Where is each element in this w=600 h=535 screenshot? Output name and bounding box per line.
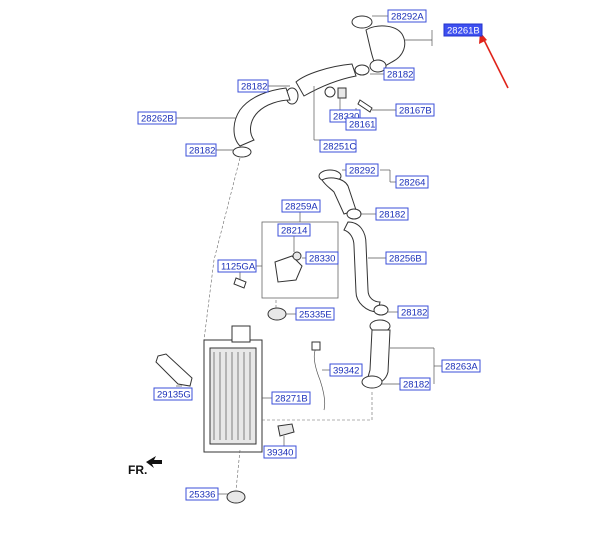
svg-text:25335E: 25335E [299, 310, 332, 321]
label-28182-d[interactable]: 28182 [375, 207, 409, 221]
sensor-28330-mid [292, 251, 302, 261]
svg-text:29135G: 29135G [157, 390, 191, 401]
svg-text:28214: 28214 [281, 226, 307, 237]
clamp-lower-bottom [361, 375, 383, 389]
svg-text:1125GA: 1125GA [221, 262, 256, 273]
svg-text:28330: 28330 [333, 112, 359, 123]
clamp-mid-lower [346, 208, 362, 220]
svg-text:28330: 28330 [309, 254, 335, 265]
label-28259a[interactable]: 28259A [281, 199, 321, 213]
label-28182-e[interactable]: 28182 [397, 305, 429, 319]
clamp-upper-right [354, 64, 370, 76]
label-29135g[interactable]: 29135G [153, 387, 193, 401]
part-drawings [155, 15, 406, 504]
label-28182-b[interactable]: 28182 [237, 79, 269, 93]
svg-text:28251C: 28251C [323, 142, 356, 153]
svg-text:25336: 25336 [189, 490, 215, 501]
label-28271b[interactable]: 28271B [271, 391, 311, 405]
wire-connector [311, 341, 321, 351]
label-28292a[interactable]: 28292A [387, 9, 427, 23]
bolt-28167b [357, 99, 373, 113]
svg-text:28262B: 28262B [141, 114, 174, 125]
label-28256b[interactable]: 28256B [385, 251, 427, 265]
svg-text:28264: 28264 [399, 178, 425, 189]
svg-text:28167B: 28167B [399, 106, 432, 117]
sensor-28330-top [337, 87, 347, 99]
sensor-wire [314, 347, 326, 411]
clamp-top [351, 15, 373, 29]
leader-lines [176, 15, 442, 495]
hose-upper-right [365, 25, 406, 71]
grommet-upper [267, 307, 287, 321]
actuator-valve [274, 255, 303, 283]
svg-text:28292A: 28292A [391, 12, 424, 23]
svg-text:28182: 28182 [403, 380, 429, 391]
label-1125ga[interactable]: 1125GA [217, 259, 257, 273]
label-28263a[interactable]: 28263A [441, 359, 481, 373]
label-28214[interactable]: 28214 [277, 223, 311, 237]
svg-text:28271B: 28271B [275, 394, 308, 405]
svg-text:28259A: 28259A [285, 202, 318, 213]
bracket-29135g [155, 353, 193, 387]
label-25336[interactable]: 25336 [185, 487, 219, 501]
svg-text:28292: 28292 [349, 166, 375, 177]
sensor-boss [324, 86, 336, 98]
label-28262b[interactable]: 28262B [137, 111, 177, 125]
svg-text:28182: 28182 [401, 308, 427, 319]
hose-long [343, 221, 381, 313]
dashed-guides [203, 157, 373, 491]
clamp-long-lower [373, 304, 389, 316]
front-marker-text: FR. [128, 463, 147, 477]
sensor-39340 [277, 423, 295, 437]
bolt-1125ga [233, 277, 247, 289]
clamp-upper-left [232, 146, 252, 158]
svg-text:28182: 28182 [387, 70, 413, 81]
svg-text:28182: 28182 [241, 82, 267, 93]
label-39342[interactable]: 39342 [329, 363, 363, 377]
label-28330-b[interactable]: 28330 [305, 251, 339, 265]
label-25335e[interactable]: 25335E [295, 307, 335, 321]
label-28167b[interactable]: 28167B [395, 103, 435, 117]
part-labels: 28292A 28261B 28182 28182 28262B 28330 2… [137, 9, 483, 501]
hose-upper-left [233, 87, 291, 147]
svg-text:28182: 28182 [379, 210, 405, 221]
svg-text:28256B: 28256B [389, 254, 422, 265]
label-28264[interactable]: 28264 [395, 175, 429, 189]
front-marker: FR. [128, 456, 162, 477]
hose-mid [321, 177, 357, 215]
label-28292[interactable]: 28292 [345, 163, 379, 177]
label-28182-c[interactable]: 28182 [185, 143, 217, 157]
pipe-metal-upper [295, 63, 357, 97]
hose-upper-right-end [369, 59, 387, 73]
label-28161[interactable]: 28161 [345, 117, 377, 131]
label-28182-f[interactable]: 28182 [399, 377, 431, 391]
svg-text:39340: 39340 [267, 448, 293, 459]
svg-text:28263A: 28263A [445, 362, 478, 373]
label-28251c[interactable]: 28251C [319, 139, 357, 153]
front-arrow-icon [146, 456, 162, 468]
label-28261b-highlighted[interactable]: 28261B [443, 23, 483, 37]
label-39340[interactable]: 39340 [263, 445, 297, 459]
svg-text:39342: 39342 [333, 366, 359, 377]
label-28182-a[interactable]: 28182 [383, 67, 415, 81]
intercooler [203, 325, 263, 453]
svg-text:28182: 28182 [189, 146, 215, 157]
svg-text:28161: 28161 [349, 120, 375, 131]
svg-text:28261B: 28261B [447, 26, 480, 37]
red-pointer-arrow [479, 32, 509, 89]
grommet-lower [226, 490, 246, 504]
